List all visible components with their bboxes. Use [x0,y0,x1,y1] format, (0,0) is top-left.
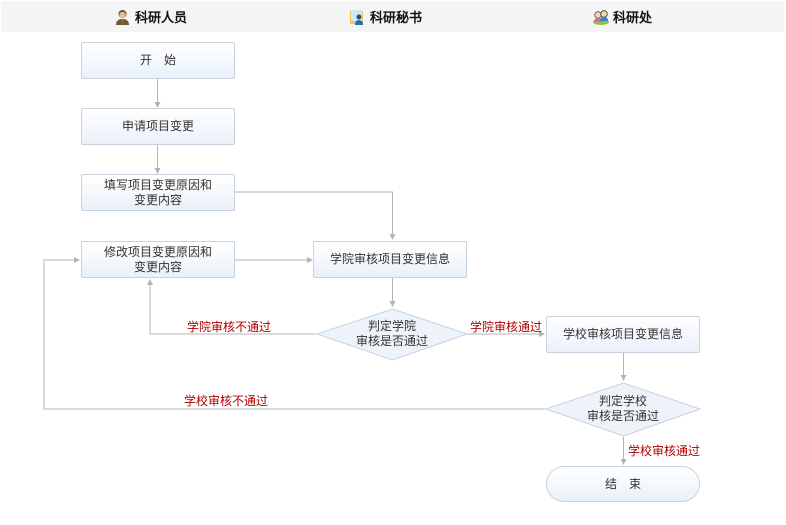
swimlane-research-office: 科研处 [593,1,652,32]
school-decision-label[interactable]: 判定学校 审核是否通过 [586,394,659,423]
college-fail-label: 学院审核不通过 [187,320,272,334]
college-decision-label[interactable]: 判定学院 审核是否通过 [355,319,428,348]
swimlane-secretary: 科研秘书 [350,1,422,32]
node-label: 申请项目变更 [121,119,194,133]
research-office-icon [593,9,609,25]
node-label: 学校审核项目变更信息 [562,327,683,341]
node-label: 修改项目变更原因和 变更内容 [103,244,212,274]
school-review-node[interactable]: 学校审核项目变更信息 [546,316,700,353]
end-node[interactable]: 结 束 [546,466,700,502]
swimlane-label: 科研人员 [135,11,188,26]
apply-change-node[interactable]: 申请项目变更 [81,108,235,145]
school-decision-diamond [544,382,702,437]
fill-reason-node[interactable]: 填写项目变更原因和 变更内容 [81,174,235,211]
researcher-icon [115,9,130,25]
edge-college-fail [147,279,317,335]
college-review-node[interactable]: 学院审核项目变更信息 [313,241,467,278]
swimlane-header: 科研人员 科研秘书 科研处 [1,1,784,32]
college-pass-label: 学院审核通过 [470,320,543,334]
node-label: 填写项目变更原因和 变更内容 [103,177,212,207]
node-label: 开 始 [139,53,176,67]
modify-reason-node[interactable]: 修改项目变更原因和 变更内容 [81,241,235,278]
swimlane-researcher: 科研人员 [115,1,187,32]
edge-school-fail [43,257,546,410]
node-label: 学院审核项目变更信息 [329,252,450,266]
school-pass-label: 学校审核通过 [628,444,701,458]
school-fail-label: 学校审核不通过 [184,394,269,408]
swimlane-label: 科研处 [613,11,653,26]
secretary-icon [350,9,365,25]
college-decision-diamond [315,308,469,361]
node-label: 结 束 [604,476,641,491]
edge-fill-college-review [235,191,396,240]
start-node[interactable]: 开 始 [81,42,235,79]
swimlane-label: 科研秘书 [370,11,423,26]
